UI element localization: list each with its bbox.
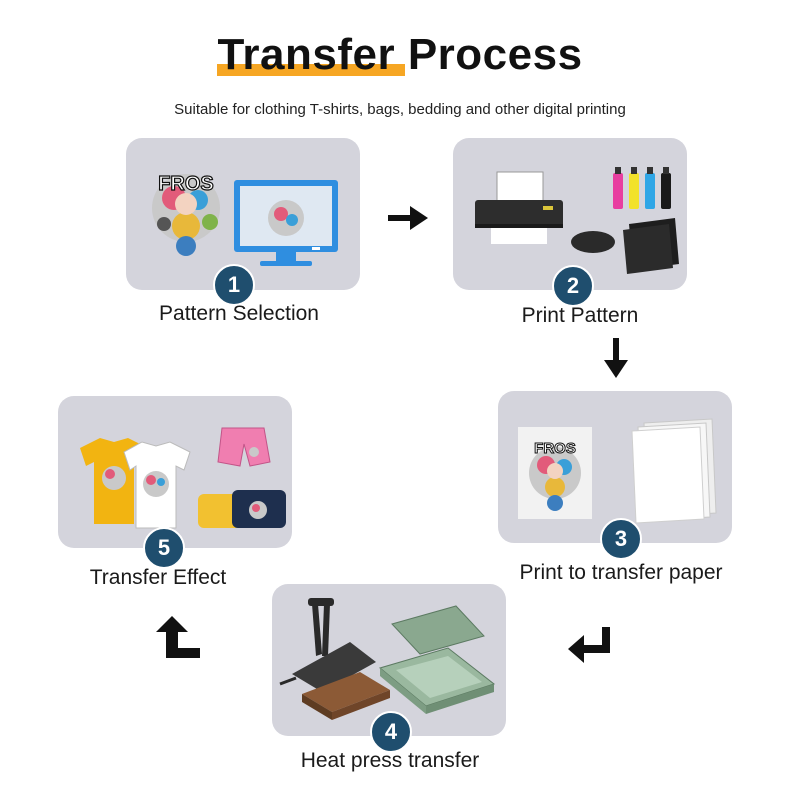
step-1-label: Pattern Selection [159,302,319,325]
printer-icon [475,171,563,244]
page-title: Transfer Process [217,30,583,79]
step-2-card [453,138,687,290]
monitor-icon [234,180,338,266]
arrow-return-left-icon [568,627,610,663]
step-1-badge: 1 [213,264,255,306]
ink-bottles-icon [613,167,671,209]
transfer-effect-illustration [80,427,286,529]
print-pattern-illustration [475,167,679,274]
step-5-badge: 5 [143,527,185,569]
page-subtitle: Suitable for clothing T-shirts, bags, be… [174,101,626,118]
white-tshirt-icon [123,441,191,529]
open-press-icon [378,605,496,714]
powder-icon [571,231,615,253]
step-3-card: FROS [498,391,732,543]
step-3-label: Print to transfer paper [519,561,723,584]
transfer-paper-illustration: FROS [518,418,717,524]
step-4-badge: 4 [370,711,412,753]
arrow-down-icon [604,338,628,378]
printed-sheet-icon: FROS [518,427,592,519]
paper-stack-icon [631,418,717,524]
arrow-up-turn-icon [156,616,200,658]
heat-press-icon [279,598,390,720]
step-2-label: Print Pattern [521,304,639,327]
svg-text:FROS: FROS [534,440,576,457]
step-1-card: FROS [126,138,360,290]
step-2-badge: 2 [552,265,594,307]
pink-shorts-icon [217,427,271,467]
heat-press-illustration [279,598,496,720]
arrow-right-icon [388,206,428,230]
step-3-badge: 3 [600,518,642,560]
black-paper-icon [623,218,679,274]
step-5-card [58,396,292,548]
step-4-card [272,584,506,736]
step-4-label: Heat press transfer [300,749,480,772]
svg-text:FROS: FROS [158,173,214,195]
cartoon-art-icon: FROS [152,172,220,256]
title-highlight [217,64,406,76]
title-area: Transfer Process [0,30,800,80]
step-5-label: Transfer Effect [89,566,227,589]
pillows-icon [198,490,286,528]
pattern-selection-illustration: FROS [152,172,338,266]
